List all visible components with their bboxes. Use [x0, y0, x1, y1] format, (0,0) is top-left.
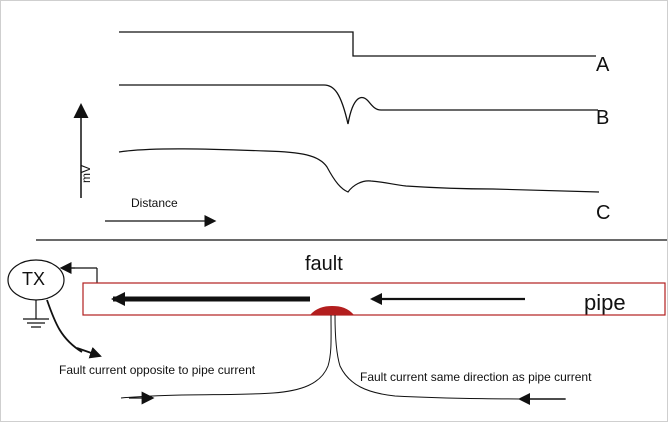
tx-label: TX	[22, 269, 46, 289]
tx-to-pipe-wire	[62, 267, 98, 283]
pipe-outline	[82, 282, 666, 316]
left-caption: Fault current opposite to pipe current	[59, 363, 256, 377]
fault-current-lines	[120, 314, 567, 400]
x-axis-label: Distance	[131, 196, 178, 210]
fault-marker	[310, 306, 354, 315]
y-axis-label: mV	[79, 165, 93, 183]
tx-ground-current-path	[46, 299, 83, 353]
trace-c-line	[118, 148, 600, 193]
trace-b-line	[119, 84, 598, 125]
fault-label: fault	[305, 253, 343, 275]
trace-b-label: B	[596, 107, 610, 129]
trace-a-label: A	[596, 54, 610, 76]
right-caption: Fault current same direction as pipe cur…	[360, 370, 592, 384]
tx-ground-current-arrow	[76, 347, 102, 359]
pipe-label: pipe	[584, 290, 626, 315]
trace-a-line	[119, 31, 596, 57]
ground-symbol-icon	[23, 300, 49, 328]
trace-c-label: C	[596, 202, 611, 224]
